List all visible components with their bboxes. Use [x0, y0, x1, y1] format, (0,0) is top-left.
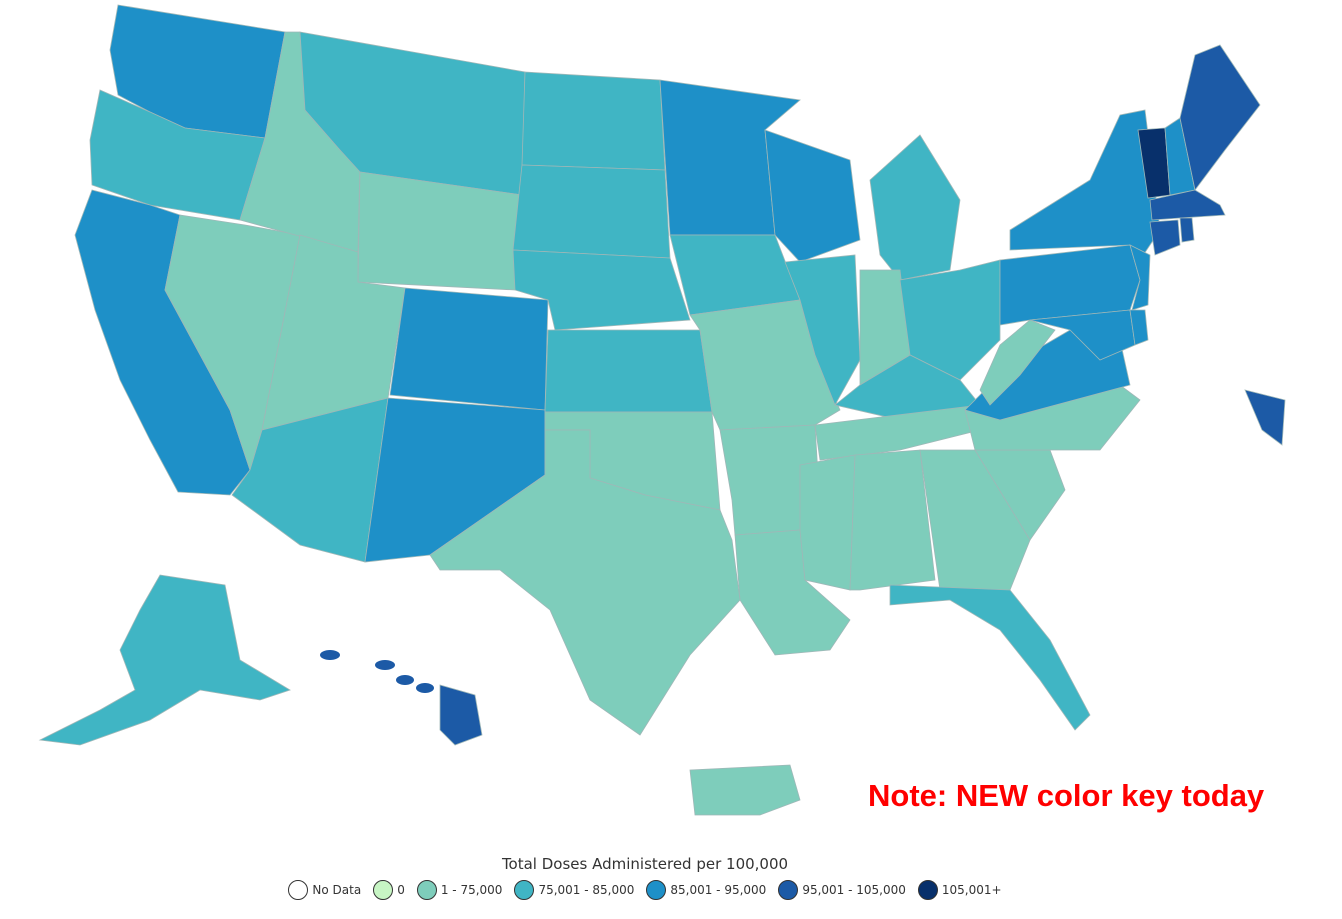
legend-label: 105,001+: [941, 883, 1002, 897]
state-de[interactable]: [1129, 309, 1149, 346]
state-pr[interactable]: [689, 764, 801, 816]
state-sd[interactable]: [512, 164, 671, 259]
legend-label: 1 - 75,000: [440, 883, 503, 897]
legend-item: 0: [373, 880, 405, 900]
legend-item: 95,001 - 105,000: [778, 880, 906, 900]
state-ak[interactable]: [38, 574, 291, 746]
state-mi[interactable]: [869, 134, 961, 281]
state-ks[interactable]: [544, 329, 713, 413]
legend-swatch: [288, 880, 309, 900]
legend-title: Total Doses Administered per 100,000: [501, 855, 789, 873]
legend-label: No Data: [312, 883, 362, 897]
legend-swatch: [373, 880, 394, 900]
legend-item: 1 - 75,000: [416, 880, 503, 900]
state-ma[interactable]: [1149, 189, 1226, 221]
state-hi[interactable]: [439, 684, 483, 746]
state-hi-island[interactable]: [375, 660, 395, 670]
new-color-key-note: Note: NEW color key today: [868, 778, 1265, 813]
state-hi-island[interactable]: [416, 683, 434, 693]
state-ms[interactable]: [799, 454, 856, 591]
state-me[interactable]: [1179, 44, 1261, 191]
state-hi-island[interactable]: [396, 675, 414, 685]
us-map-svg: [38, 4, 1286, 816]
state-tn[interactable]: [814, 404, 1001, 461]
state-wv[interactable]: [979, 319, 1056, 406]
state-ga[interactable]: [919, 449, 1031, 591]
state-wi[interactable]: [764, 129, 861, 263]
legend-label: 75,001 - 85,000: [538, 883, 635, 897]
legend-swatch: [917, 880, 938, 900]
legend-item: 105,001+: [917, 880, 1002, 900]
state-ny[interactable]: [1009, 109, 1161, 261]
state-nj[interactable]: [1129, 244, 1151, 311]
state-md[interactable]: [1029, 309, 1136, 361]
legend-swatch: [416, 880, 437, 900]
state-fl[interactable]: [889, 584, 1091, 731]
legend-swatch: [514, 880, 535, 900]
state-hi-island[interactable]: [320, 650, 340, 660]
state-co[interactable]: [389, 287, 549, 411]
legend-swatch: [778, 880, 799, 900]
legend-item: 85,001 - 95,000: [646, 880, 766, 900]
legend-label: 0: [397, 883, 405, 897]
state-dc[interactable]: [1244, 389, 1286, 446]
legend-swatch: [646, 880, 667, 900]
legend-item: 75,001 - 85,000: [514, 880, 634, 900]
state-ri[interactable]: [1179, 217, 1195, 243]
state-ct[interactable]: [1149, 219, 1181, 256]
state-tx[interactable]: [429, 429, 741, 736]
legend-label: 95,001 - 105,000: [802, 883, 906, 897]
state-nd[interactable]: [521, 71, 666, 171]
legend: No Data 0 1 - 75,000 75,001 - 85,000 85,001 …: [0, 880, 1290, 900]
legend-label: 85,001 - 95,000: [670, 883, 767, 897]
state-al[interactable]: [849, 449, 936, 591]
legend-item: No Data: [288, 880, 361, 900]
